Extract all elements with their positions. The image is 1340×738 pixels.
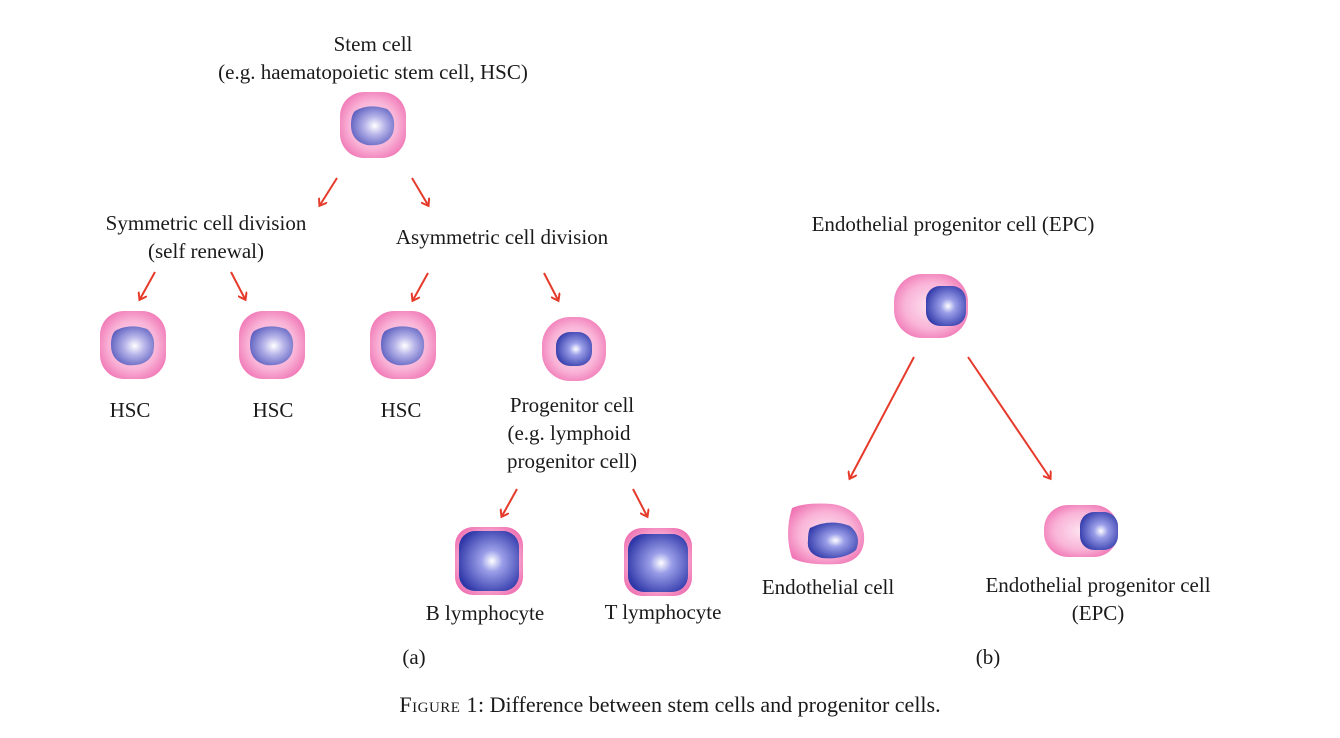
hsc-cell-2 bbox=[239, 311, 305, 379]
progenitor-label-3: progenitor cell) bbox=[506, 449, 638, 473]
figure-caption: Figure 1: Difference between stem cells … bbox=[399, 692, 940, 718]
stem-cell-example-label: (e.g. haematopoietic stem cell, HSC) bbox=[218, 60, 528, 84]
figure-caption-text: : Difference between stem cells and prog… bbox=[477, 692, 941, 717]
arrow-to-asymmetric bbox=[411, 177, 428, 205]
hsc-cell-3 bbox=[370, 311, 436, 379]
figure-caption-prefix: Figure 1 bbox=[399, 692, 478, 717]
epc-title-label: Endothelial progenitor cell (EPC) bbox=[811, 212, 1095, 236]
arrow-to-endothelial-cell bbox=[850, 356, 915, 478]
self-renewal-label: (self renewal) bbox=[147, 239, 265, 263]
arrow-to-t-lymphocyte bbox=[632, 488, 647, 516]
progenitor-label-1: Progenitor cell bbox=[509, 393, 635, 417]
arrow-sym-left bbox=[140, 271, 156, 299]
hsc-cell-1 bbox=[100, 311, 166, 379]
epc-child-label-2: (EPC) bbox=[1071, 601, 1125, 625]
progenitor-label-2: (e.g. lymphoid bbox=[507, 421, 631, 445]
stem-cell-label: Stem cell bbox=[333, 32, 413, 56]
panel-a-label: (a) bbox=[402, 645, 426, 669]
endothelial-cell bbox=[788, 503, 865, 565]
t-lymphocyte-cell bbox=[624, 528, 692, 596]
hsc-label-2: HSC bbox=[252, 398, 294, 422]
t-lymphocyte-label: T lymphocyte bbox=[604, 600, 722, 624]
hsc-label-1: HSC bbox=[109, 398, 151, 422]
hsc-label-3: HSC bbox=[380, 398, 422, 422]
stem-cell bbox=[340, 92, 406, 158]
arrow-asym-right bbox=[543, 272, 558, 300]
b-lymphocyte-label: B lymphocyte bbox=[425, 601, 545, 625]
arrow-to-b-lymphocyte bbox=[502, 488, 518, 516]
arrow-sym-right bbox=[230, 271, 245, 299]
epc-child-cell bbox=[1044, 505, 1118, 557]
progenitor-cell bbox=[542, 317, 606, 381]
arrow-to-symmetric bbox=[320, 177, 338, 205]
epc-child-label-1: Endothelial progenitor cell bbox=[985, 573, 1211, 597]
panel-b-label: (b) bbox=[975, 645, 1001, 669]
symmetric-division-label: Symmetric cell division bbox=[105, 211, 307, 235]
arrow-asym-left bbox=[413, 272, 429, 300]
arrow-to-epc-child bbox=[967, 356, 1050, 478]
endothelial-cell-label: Endothelial cell bbox=[761, 575, 895, 599]
epc-parent-cell bbox=[894, 274, 968, 338]
asymmetric-division-label: Asymmetric cell division bbox=[395, 225, 609, 249]
b-lymphocyte-cell bbox=[455, 527, 523, 595]
